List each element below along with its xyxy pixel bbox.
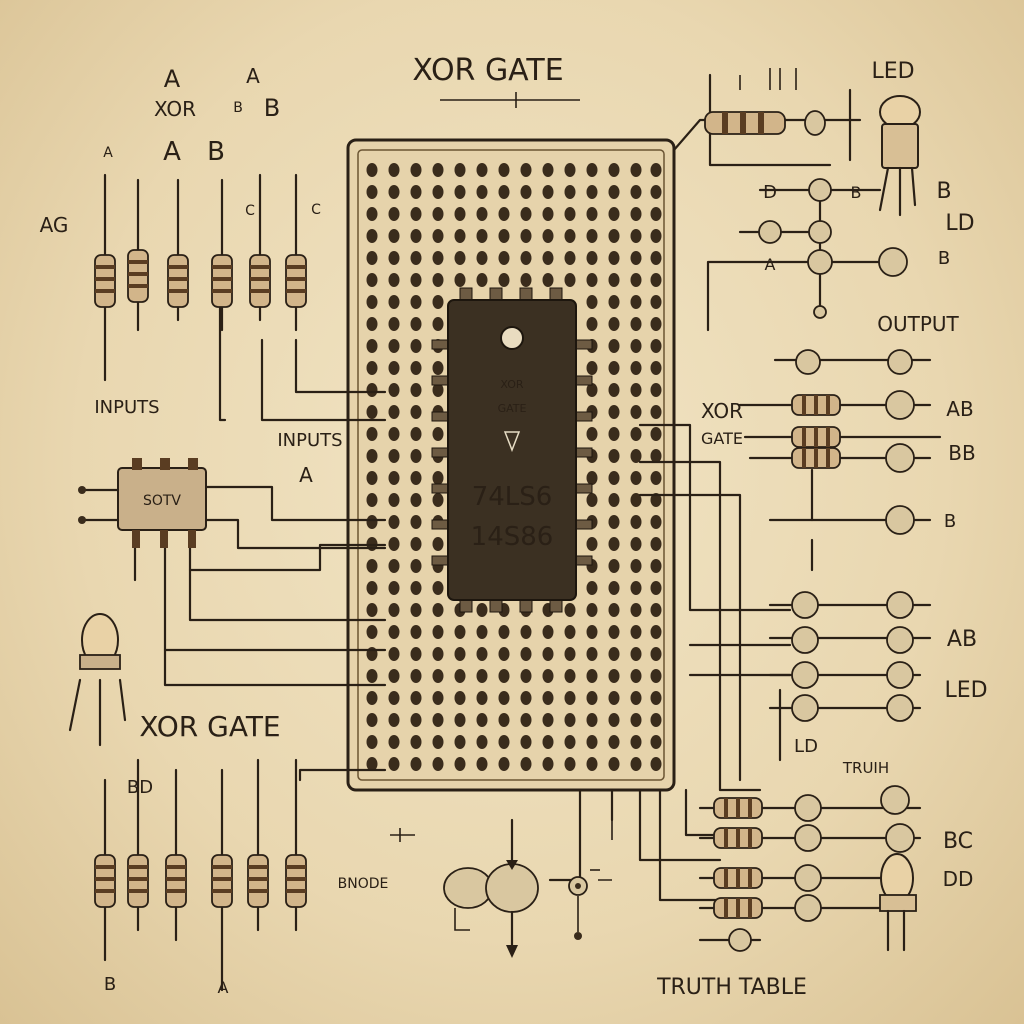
label-xor-gate-bottom: XOR GATE (139, 710, 280, 743)
label-c1: C (245, 203, 255, 219)
label-r-b: B (851, 183, 862, 202)
label-r-bc: BC (943, 829, 973, 854)
right-resistors (713, 394, 841, 919)
label-ag: AG (40, 213, 69, 237)
label-inputs-mid: INPUTS (277, 430, 342, 451)
labels: XOR GATE A A XOR B B A A B AG C C INPUTS… (40, 53, 988, 1000)
led-bottom-right (879, 853, 917, 952)
ic-notch (500, 326, 524, 350)
chip-part-number-2: 14S86 (471, 522, 554, 552)
led-top-right (878, 95, 921, 217)
input-resistors-bottom (94, 758, 307, 992)
label-ab-sep: B (233, 100, 243, 116)
label-b-big: B (207, 137, 225, 167)
label-r-ld1: LD (945, 211, 974, 236)
label-r-d: D (763, 182, 777, 203)
resistor-top-horizontal (704, 68, 826, 136)
label-output: OUTPUT (877, 312, 959, 336)
label-xor-right: XOR (701, 399, 743, 423)
label-a-big: A (163, 137, 181, 167)
label-top-a2: A (246, 64, 260, 88)
label-led-top: LED (871, 59, 914, 84)
label-inputs-left: INPUTS (94, 397, 159, 418)
chip-symbol (503, 431, 521, 453)
label-truth: TRUIH (842, 759, 889, 777)
label-c2: C (311, 202, 321, 218)
label-r-ab1: AB (946, 397, 973, 421)
label-bnode: BNODE (338, 876, 389, 892)
label-top-b: B (264, 94, 280, 122)
label-top-a1: A (164, 65, 181, 93)
small-ic: SOTV (78, 458, 207, 548)
label-r-led: LED (944, 678, 987, 703)
bottom-components (390, 818, 613, 958)
label-r-b2: B (938, 248, 950, 269)
label-r-b3: B (944, 511, 956, 532)
label-xor: XOR (154, 97, 196, 121)
title: XOR GATE (412, 53, 563, 88)
chip-tiny-2: GATE (498, 402, 527, 415)
left-wires (133, 298, 387, 782)
label-r-ab2: AB (947, 627, 977, 652)
input-resistors-top (94, 173, 307, 382)
label-r-dd: DD (943, 867, 974, 891)
chip-tiny-1: XOR (500, 378, 523, 391)
label-r-b1: B (936, 179, 951, 204)
label-gate-right: GATE (701, 429, 743, 448)
small-ic-label: SOTV (143, 493, 181, 509)
label-bd: BD (127, 777, 153, 798)
label-truth-table: TRUTH TABLE (656, 975, 807, 1000)
ic-74ls86: XOR GATE 74LS6 14S86 (431, 287, 593, 613)
label-r-ld2: LD (794, 736, 818, 757)
chip-part-number-1: 74LS6 (472, 482, 553, 512)
label-inputs-mid-a: A (299, 463, 313, 487)
led-left (68, 613, 127, 747)
label-r-a: A (765, 255, 776, 274)
label-small-a: A (103, 145, 113, 161)
label-bottom-a: A (218, 978, 229, 997)
connection-nodes (728, 178, 915, 952)
label-r-bb: BB (948, 441, 975, 465)
label-bottom-b: B (104, 974, 116, 995)
